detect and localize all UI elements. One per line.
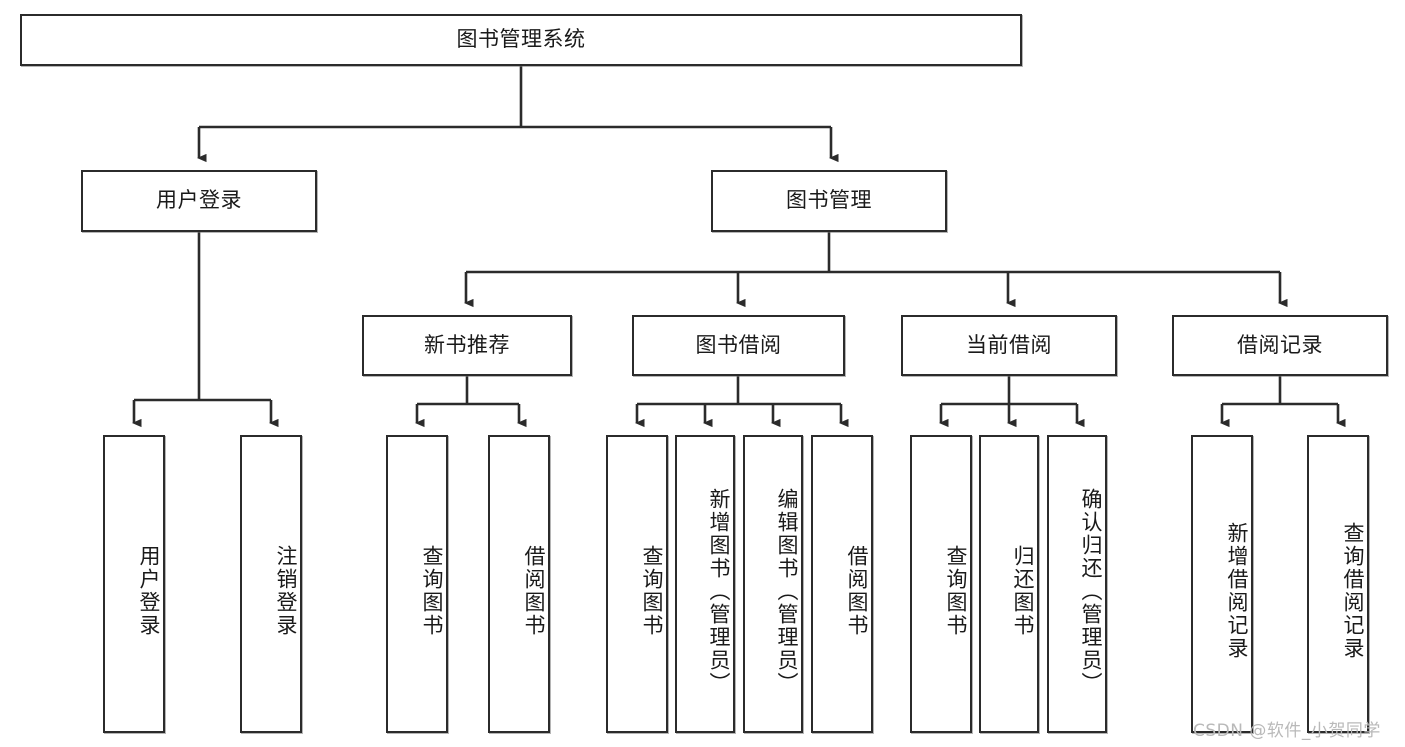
node-label: 查询图书 (640, 545, 664, 637)
node-label: 新增图书（管理员） (707, 487, 731, 695)
node-label: 确认归还（管理员） (1079, 487, 1103, 695)
node-leaf-add-borrow-record[interactable]: 新增借阅记录 (1191, 435, 1253, 733)
node-leaf-query-book-current[interactable]: 查询图书 (910, 435, 972, 733)
node-leaf-edit-book-admin[interactable]: 编辑图书（管理员） (743, 435, 803, 733)
node-leaf-borrow-book[interactable]: 借阅图书 (811, 435, 873, 733)
node-root-system[interactable]: 图书管理系统 (20, 14, 1022, 66)
node-leaf-query-borrow-record[interactable]: 查询借阅记录 (1307, 435, 1369, 733)
node-leaf-user-login[interactable]: 用户登录 (103, 435, 165, 733)
node-label: 新增借阅记录 (1225, 522, 1249, 660)
node-label: 查询借阅记录 (1341, 522, 1365, 660)
node-new-book-recommend[interactable]: 新书推荐 (362, 315, 572, 376)
node-label: 用户登录 (137, 545, 161, 637)
node-leaf-borrow-book-recommend[interactable]: 借阅图书 (488, 435, 550, 733)
node-label: 图书管理系统 (456, 27, 586, 52)
node-label: 新书推荐 (424, 332, 510, 357)
node-leaf-confirm-return-admin[interactable]: 确认归还（管理员） (1047, 435, 1107, 733)
csdn-watermark: CSDN @软件_小贺同学 (1193, 721, 1381, 741)
node-book-borrow[interactable]: 图书借阅 (632, 315, 845, 376)
node-label: 编辑图书（管理员） (775, 487, 799, 695)
node-leaf-query-book-recommend[interactable]: 查询图书 (386, 435, 448, 733)
node-label: 图书管理 (786, 188, 872, 213)
node-label: 图书借阅 (695, 332, 782, 357)
node-current-borrow[interactable]: 当前借阅 (901, 315, 1117, 376)
node-leaf-logout[interactable]: 注销登录 (240, 435, 302, 733)
node-leaf-return-book[interactable]: 归还图书 (979, 435, 1039, 733)
node-label: 用户登录 (156, 188, 242, 213)
node-book-management[interactable]: 图书管理 (711, 170, 947, 232)
node-label: 查询图书 (944, 545, 968, 637)
node-label: 借阅图书 (522, 545, 546, 637)
node-label: 注销登录 (274, 545, 298, 637)
node-label: 借阅记录 (1237, 332, 1323, 357)
node-label: 借阅图书 (845, 545, 869, 637)
node-leaf-add-book-admin[interactable]: 新增图书（管理员） (675, 435, 735, 733)
node-label: 当前借阅 (966, 332, 1052, 357)
node-label: 查询图书 (420, 545, 444, 637)
node-borrow-record[interactable]: 借阅记录 (1172, 315, 1388, 376)
node-leaf-query-book-borrow[interactable]: 查询图书 (606, 435, 668, 733)
node-label: 归还图书 (1011, 545, 1035, 637)
node-user-login[interactable]: 用户登录 (81, 170, 317, 232)
